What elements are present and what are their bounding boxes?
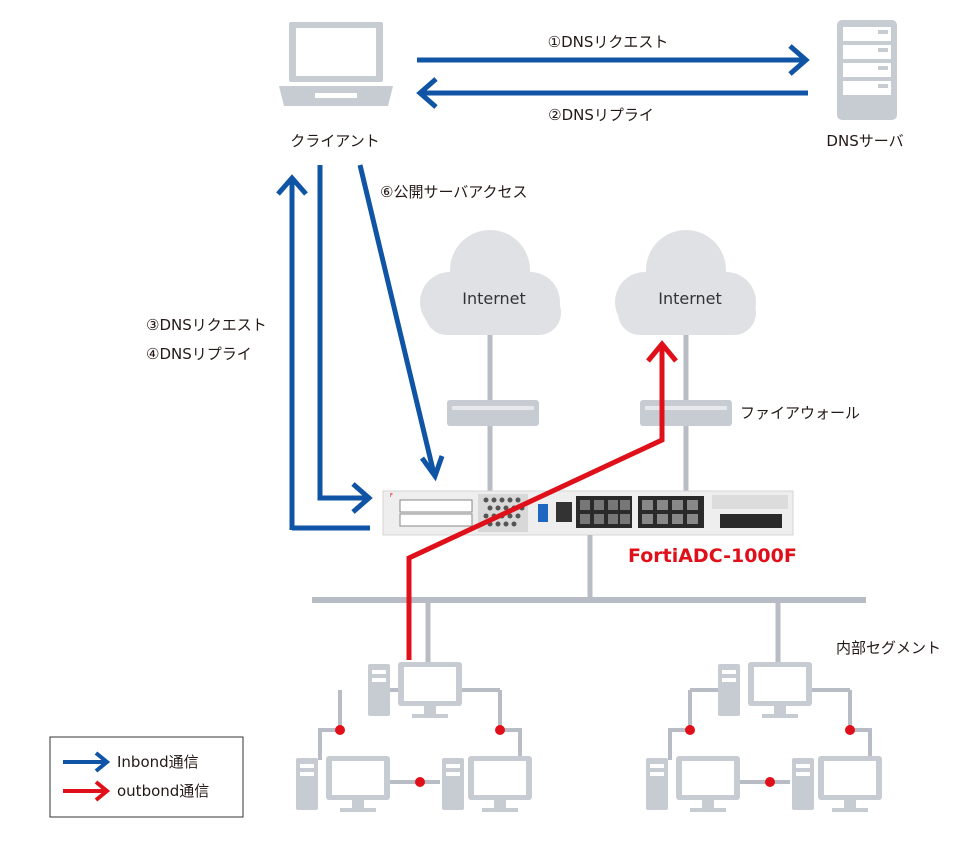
fortiadc-appliance-icon: F bbox=[382, 490, 794, 536]
desktop-pc-icon bbox=[296, 756, 390, 812]
firewall-label: ファイアウォール bbox=[740, 404, 860, 422]
fortiadc-label: FortiADC-1000F bbox=[628, 545, 797, 567]
step6-label: ⑥公開サーバアクセス bbox=[380, 183, 528, 201]
step2-label: ②DNSリプライ bbox=[548, 106, 654, 124]
svg-text:F: F bbox=[390, 493, 393, 499]
public-server-access-arrow bbox=[357, 164, 445, 482]
desktop-pc-icon bbox=[368, 662, 462, 718]
internet-right-label: Internet bbox=[658, 289, 722, 308]
internal-segment-label: 内部セグメント bbox=[836, 639, 941, 657]
internet-cloud-left bbox=[420, 230, 561, 335]
laptop-icon bbox=[279, 22, 393, 106]
dns-server-label: DNSサーバ bbox=[826, 132, 903, 150]
legend-outbound-arrow bbox=[63, 780, 111, 802]
legend-inbound-arrow bbox=[63, 751, 111, 773]
server-icon bbox=[837, 20, 897, 120]
client-label: クライアント bbox=[290, 132, 379, 150]
legend-inbound-label: Inbond通信 bbox=[117, 753, 199, 771]
pc-group-left bbox=[296, 662, 532, 812]
dns-reply-arrow bbox=[416, 77, 808, 109]
dns-request-arrow bbox=[417, 44, 810, 76]
step3-label: ③DNSリクエスト bbox=[146, 316, 267, 334]
dns-request-down-arrow bbox=[317, 165, 373, 514]
legend-outbound-label: outbond通信 bbox=[117, 782, 209, 800]
desktop-pc-icon bbox=[718, 662, 812, 718]
firewall-right-icon bbox=[640, 400, 732, 426]
desktop-pc-icon bbox=[442, 756, 532, 812]
firewall-left-icon bbox=[447, 400, 539, 426]
internet-left-label: Internet bbox=[462, 289, 526, 308]
desktop-pc-icon bbox=[646, 756, 740, 812]
internet-cloud-right bbox=[615, 230, 756, 335]
desktop-pc-icon bbox=[792, 756, 882, 812]
pc-group-right bbox=[646, 662, 882, 812]
step4-label: ④DNSリプライ bbox=[146, 345, 252, 363]
outbound-arrow bbox=[406, 340, 678, 660]
dns-reply-up-arrow bbox=[276, 174, 308, 530]
step1-label: ①DNSリクエスト bbox=[548, 33, 669, 51]
legend: Inbond通信 outbond通信 bbox=[49, 736, 244, 818]
